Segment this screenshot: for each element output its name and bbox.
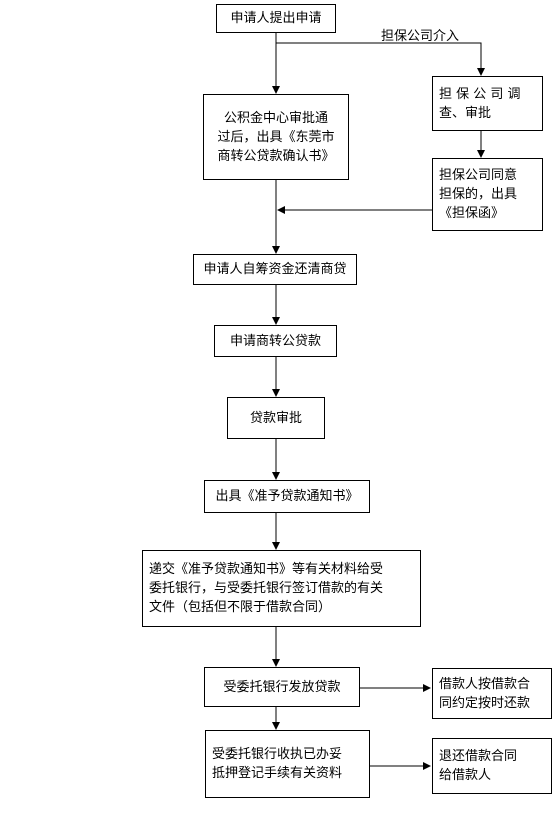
node-loan-approve-text: 贷款审批 [249, 410, 302, 426]
node-apply: 申请人提出申请 [216, 4, 336, 33]
node-guarantor-review: 担 保 公 司 调 查、审批 [432, 76, 543, 131]
node-bank-disburse-text: 受委托银行发放贷款 [223, 679, 341, 695]
node-self-fund: 申请人自筹资金还清商贷 [193, 254, 357, 285]
arrow-apply-to-guarantor-review [276, 42, 485, 76]
node-guarantor-review-text: 担 保 公 司 调 查、审批 [439, 86, 521, 121]
node-guarantor-agree: 担保公司同意 担保的，出具 《担保函》 [432, 158, 543, 231]
node-issue-notice: 出具《准予贷款通知书》 [204, 480, 370, 513]
node-repay: 借款人按借款合 同约定按时还款 [432, 668, 552, 719]
node-apply-loan: 申请商转公贷款 [214, 325, 337, 357]
node-center-approve: 公积金中心审批通 过后，出具《东莞市 商转公贷款确认书》 [203, 94, 349, 180]
node-bank-collect: 受委托银行收执已办妥 抵押登记手续有关资料 [205, 730, 370, 798]
label-guarantor-involved: 担保公司介入 [381, 29, 460, 44]
node-center-approve-text: 公积金中心审批通 过后，出具《东莞市 商转公贷款确认书》 [217, 110, 335, 164]
node-repay-text: 借款人按借款合 同约定按时还款 [439, 676, 531, 711]
node-return-contract-text: 退还借款合同 给借款人 [439, 749, 518, 783]
node-self-fund-text: 申请人自筹资金还清商贷 [203, 262, 347, 277]
node-apply-text: 申请人提出申请 [230, 11, 322, 26]
node-bank-disburse: 受委托银行发放贷款 [204, 667, 360, 707]
node-issue-notice-text: 出具《准予贷款通知书》 [215, 489, 359, 504]
node-guarantor-agree-text: 担保公司同意 担保的，出具 《担保函》 [439, 168, 518, 221]
node-submit-docs-text: 递交《准予贷款通知书》等有关材料给受 委托银行，与受委托银行签订借款的有关 文件… [149, 562, 384, 615]
node-submit-docs: 递交《准予贷款通知书》等有关材料给受 委托银行，与受委托银行签订借款的有关 文件… [142, 550, 421, 627]
node-return-contract: 退还借款合同 给借款人 [432, 738, 552, 794]
node-apply-loan-text: 申请商转公贷款 [229, 333, 321, 349]
node-bank-collect-text: 受委托银行收执已办妥 抵押登记手续有关资料 [212, 747, 343, 781]
node-loan-approve: 贷款审批 [227, 397, 325, 439]
